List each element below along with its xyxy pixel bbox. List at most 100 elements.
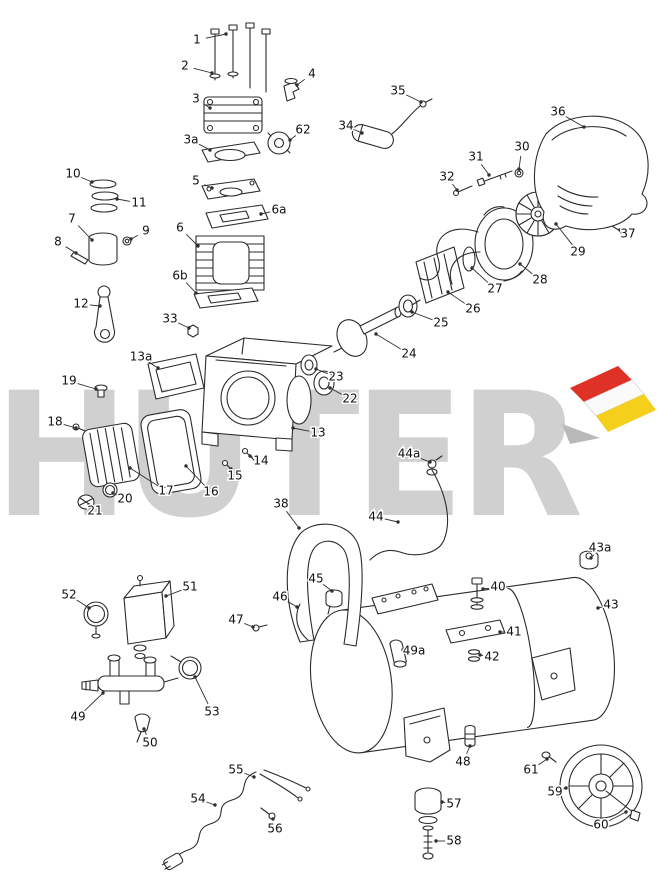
leader-dot-11 <box>115 197 119 201</box>
leader-dot-24 <box>374 332 378 336</box>
part-label-13a: 13a <box>130 350 153 364</box>
leader-dot-12 <box>98 304 102 308</box>
part-label-4: 4 <box>308 67 316 81</box>
cylinder-drawing <box>193 204 269 309</box>
outlet-pipe-drawing <box>369 455 449 561</box>
leader-line-31 <box>480 164 490 176</box>
leader-line-29 <box>555 223 573 246</box>
leader-dot-49 <box>101 691 105 695</box>
leader-line-30 <box>518 155 522 170</box>
motor-cover-drawing <box>533 115 649 231</box>
leader-dot-20 <box>111 491 115 495</box>
part-label-47: 47 <box>228 613 243 627</box>
leader-dot-8 <box>74 251 78 255</box>
part-label-30: 30 <box>514 140 529 154</box>
leader-dot-52 <box>87 606 91 610</box>
leader-dot-13a <box>156 366 160 370</box>
leader-dot-9 <box>129 237 133 241</box>
flag-yellow-stripe <box>596 394 656 432</box>
leader-dot-23 <box>314 367 318 371</box>
leader-dot-18 <box>74 426 78 430</box>
leader-dot-43 <box>596 606 600 610</box>
part-label-20: 20 <box>117 492 132 506</box>
leader-dot-62 <box>288 138 292 142</box>
leader-dot-46 <box>295 605 299 609</box>
part-label-34: 34 <box>338 119 353 133</box>
leader-line-3a <box>198 143 211 151</box>
leader-dot-51 <box>164 594 168 598</box>
leader-dot-56 <box>271 817 275 821</box>
part-label-55: 55 <box>228 763 243 777</box>
leader-dot-44 <box>396 520 400 524</box>
leader-dot-42 <box>478 653 482 657</box>
leader-dot-6 <box>196 244 200 248</box>
part-label-15: 15 <box>227 469 242 483</box>
leader-dot-28 <box>518 262 522 266</box>
leader-dot-13 <box>291 426 295 430</box>
leader-dot-30 <box>517 167 521 171</box>
leader-line-11 <box>116 198 131 202</box>
leader-dot-49a <box>401 648 405 652</box>
leader-dot-59 <box>564 786 568 790</box>
part-label-24: 24 <box>401 347 416 361</box>
part-label-53: 53 <box>204 705 219 719</box>
leader-dot-7 <box>90 238 94 242</box>
part-label-43: 43 <box>603 598 618 612</box>
part-label-8: 8 <box>54 235 62 249</box>
leader-dot-26 <box>446 290 450 294</box>
leader-dot-10 <box>90 180 94 184</box>
part-label-6b: 6b <box>172 269 187 283</box>
part-label-35: 35 <box>390 84 405 98</box>
part-label-9: 9 <box>142 224 150 238</box>
leader-line-16 <box>185 465 206 486</box>
leader-line-17 <box>129 467 159 487</box>
leader-dot-2 <box>210 71 214 75</box>
leader-line-10 <box>81 177 93 183</box>
leader-dot-3 <box>208 106 212 110</box>
leader-dot-50 <box>142 727 146 731</box>
leader-dot-19 <box>94 387 98 391</box>
part-label-29: 29 <box>570 245 585 259</box>
part-label-3a: 3a <box>184 133 199 147</box>
pressure-switch-drawing <box>81 574 202 743</box>
part-label-50: 50 <box>142 736 157 750</box>
leader-dot-31 <box>487 173 491 177</box>
leader-line-2 <box>193 67 213 74</box>
leader-line-18 <box>63 424 77 429</box>
part-label-5: 5 <box>192 174 200 188</box>
leader-line-52 <box>76 599 90 609</box>
leader-line-61 <box>538 758 548 766</box>
leader-dot-17 <box>128 466 132 470</box>
part-label-3: 3 <box>192 92 200 106</box>
leader-dot-5 <box>210 186 214 190</box>
leader-dot-53 <box>193 675 197 679</box>
leader-line-36 <box>565 116 585 128</box>
drain-fittings-drawing <box>252 589 407 668</box>
leader-dot-37 <box>618 228 622 232</box>
part-label-61: 61 <box>523 763 538 777</box>
leader-dot-48 <box>468 744 472 748</box>
part-label-49a: 49a <box>403 644 426 658</box>
leader-line-46 <box>287 601 298 608</box>
leader-dot-4 <box>295 83 299 87</box>
leader-line-8 <box>65 246 77 254</box>
part-label-57: 57 <box>446 797 461 811</box>
part-label-14: 14 <box>253 454 268 468</box>
part-label-49: 49 <box>70 710 85 724</box>
rubber-foot-drawing <box>414 787 442 860</box>
part-label-46: 46 <box>272 590 287 604</box>
part-label-18: 18 <box>47 415 62 429</box>
leader-line-23 <box>315 368 328 375</box>
flag-red-stripe <box>570 366 632 402</box>
cylinder-head-drawing <box>201 77 300 200</box>
capacitor-drawing <box>351 98 433 149</box>
leader-line-38 <box>286 510 300 529</box>
part-label-44: 44 <box>368 510 383 524</box>
part-label-21: 21 <box>87 504 102 518</box>
leader-dot-6b <box>194 291 198 295</box>
leader-dot-57 <box>440 800 444 804</box>
leader-dot-1 <box>224 32 228 36</box>
part-label-1: 1 <box>193 33 201 47</box>
leader-line-26 <box>447 291 466 305</box>
